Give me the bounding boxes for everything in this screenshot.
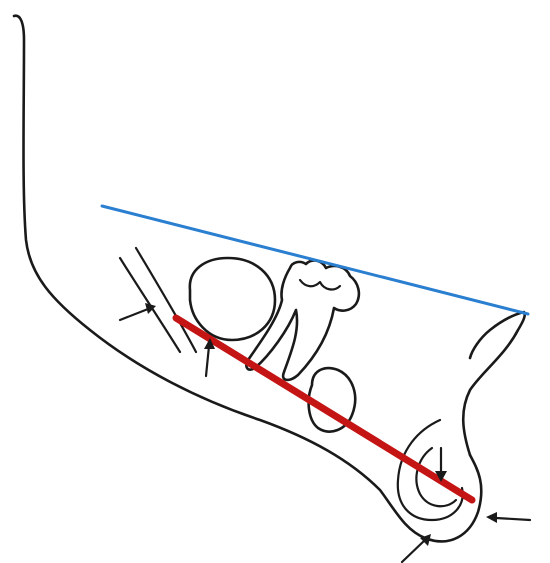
lower-reference-line [176,318,472,500]
arrow-left-ridge [120,303,156,320]
erupted-molar [246,261,358,380]
oblique-ridge-line-2 [136,248,196,352]
arrow-chin-right [486,512,530,523]
molar-crown-detail [300,280,340,289]
anterior-alveolar-outline [463,312,525,455]
developing-tooth-crypt [190,258,275,340]
arrow-chin-bottom [402,534,431,562]
